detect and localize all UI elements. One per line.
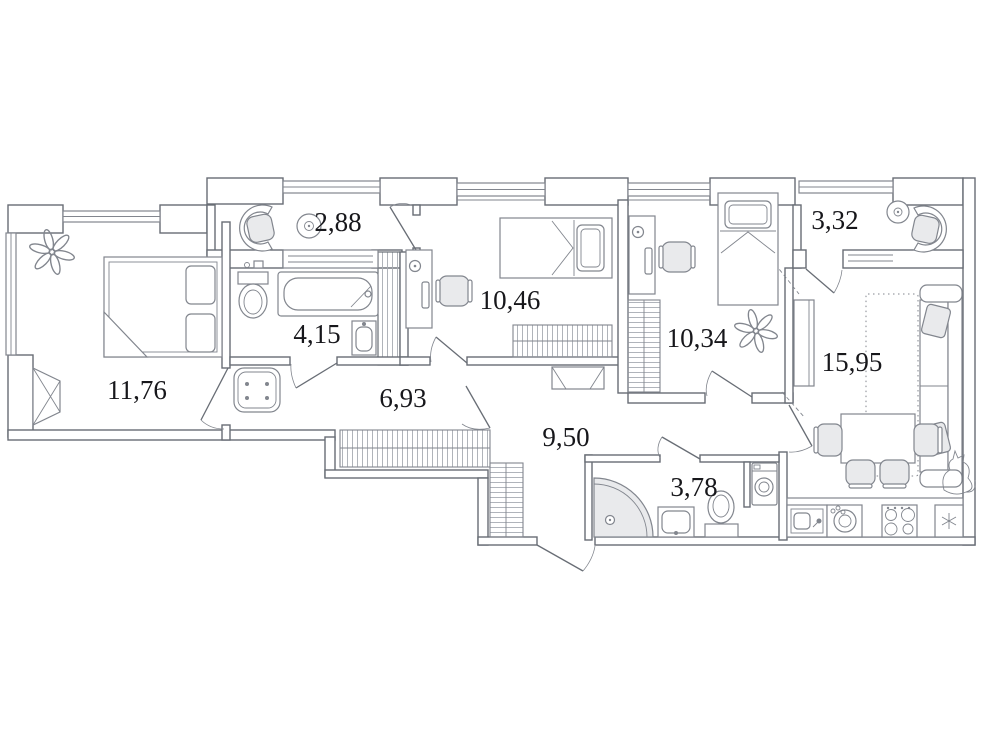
doors	[200, 203, 843, 572]
pillow	[185, 313, 216, 353]
furniture-corridor	[233, 366, 605, 468]
area-label-corridor: 6,93	[379, 383, 426, 413]
door-bedroom-main	[200, 367, 229, 421]
single-bed	[499, 217, 613, 279]
sofa-pillow	[920, 303, 952, 339]
cat-icon	[942, 449, 976, 495]
dining-table	[840, 413, 916, 464]
door-corridor	[465, 385, 491, 429]
door-kitchen-living	[788, 404, 813, 447]
area-label-bedroom-child1: 10,46	[480, 285, 541, 315]
cabinet	[793, 299, 815, 387]
armchair	[239, 204, 277, 252]
door-child1	[435, 336, 468, 364]
room-area-labels: 11,76 2,88 4,15 10,46 10,34 3,32 6,93 9,…	[107, 205, 882, 502]
entrance-door	[536, 544, 584, 572]
furniture-hallway	[489, 462, 524, 538]
shower	[593, 477, 654, 538]
windows	[5, 180, 894, 356]
opening-mark-bottom	[781, 391, 806, 419]
hall-bench	[551, 366, 605, 390]
door-balcony-left	[389, 206, 417, 251]
wardrobe-hall	[489, 462, 524, 538]
toilet	[238, 283, 268, 319]
furniture-balcony-right	[886, 200, 947, 253]
desk-chair	[628, 215, 696, 295]
vent-shaft	[377, 251, 401, 366]
exterior-walls	[7, 177, 976, 546]
toilet-tank	[237, 271, 269, 285]
area-label-bathroom-main: 4,15	[293, 319, 340, 349]
bath-faucet	[364, 290, 372, 298]
interior-walls	[206, 199, 964, 541]
furniture-bathroom-guest	[593, 462, 778, 538]
pillow	[185, 265, 216, 305]
furniture-bedroom-child1	[405, 217, 613, 358]
furniture-kitchen-living	[786, 284, 976, 538]
area-label-bedroom-main: 11,76	[107, 375, 167, 405]
chair	[913, 423, 940, 457]
sofa-armrest	[919, 284, 963, 303]
blanket-fold	[103, 310, 149, 358]
balcony-living-window	[848, 254, 893, 262]
furniture-bathroom-main	[237, 260, 379, 356]
door-bathroom-guest	[661, 436, 701, 460]
snowflake-icon	[941, 513, 957, 529]
plant-icon	[733, 308, 779, 354]
door-child2	[711, 370, 753, 398]
pouf	[233, 367, 281, 413]
furniture-bedroom-child2	[627, 192, 779, 393]
furniture-bedroom-main	[28, 228, 223, 426]
single-bed	[717, 192, 779, 306]
chair	[879, 459, 910, 486]
balcony-bathroom-window	[282, 249, 379, 269]
door-bathroom-main	[295, 362, 338, 389]
desk-chair	[405, 249, 473, 329]
chair	[816, 423, 843, 457]
plant-icon	[28, 228, 76, 276]
area-label-balcony-right: 3,32	[811, 205, 858, 235]
area-label-bathroom-guest: 3,78	[670, 472, 717, 502]
door-balcony-right	[805, 268, 835, 294]
sofa-armrest	[919, 469, 963, 488]
area-label-balcony-left: 2,88	[314, 207, 361, 237]
area-label-hallway: 9,50	[542, 422, 589, 452]
area-label-kitchen-living: 15,95	[822, 347, 883, 377]
armchair	[909, 205, 947, 253]
wardrobe-long	[339, 429, 491, 468]
wardrobe-open	[32, 367, 61, 426]
furniture-balcony-left	[239, 204, 322, 252]
area-label-bedroom-child2: 10,34	[667, 323, 728, 353]
chair	[845, 459, 876, 486]
